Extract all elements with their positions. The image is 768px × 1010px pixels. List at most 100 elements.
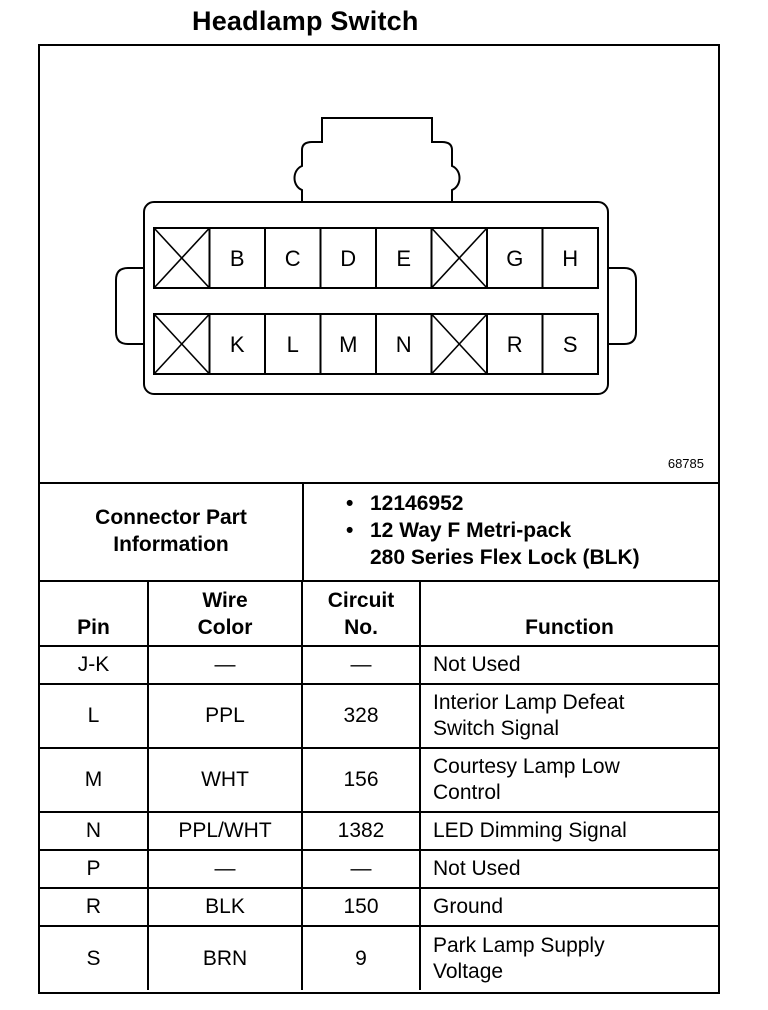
pin-label: N <box>396 332 412 357</box>
pin-cavity-bottom-5 <box>375 313 433 375</box>
function-cell: LED Dimming Signal <box>420 811 718 850</box>
part-info-list: • 12146952 • 12 Way F Metri-pack 280 Ser… <box>336 490 640 571</box>
header-pin: Pin <box>40 582 149 646</box>
pin-table: Pin Wire Color Circuit No. Function J-K—… <box>40 582 718 990</box>
pin-cavity-bottom-8 <box>541 313 599 375</box>
part-info-item: • 12146952 <box>336 490 640 517</box>
header-circuit: Circuit No. <box>302 582 421 646</box>
function-text: Courtesy Lamp Low <box>433 755 620 778</box>
circuit-cell: 9 <box>302 925 421 990</box>
wire-color-cell: BLK <box>148 887 303 926</box>
connector-left-ear <box>115 267 144 345</box>
part-info-label-line: Information <box>113 533 229 556</box>
pin-cavity-bottom-7 <box>486 313 544 375</box>
header-function: Function <box>420 582 718 646</box>
page-title: Headlamp Switch <box>192 6 419 36</box>
header-wire-color-text: Wire <box>202 589 248 612</box>
wire-color-cell: BRN <box>148 925 303 990</box>
header-circuit-text: No. <box>344 616 378 639</box>
connector-right-ear <box>608 267 637 345</box>
connector-part-info: Connector Part Information • 12146952 • … <box>40 482 718 582</box>
pin-label: C <box>285 246 301 271</box>
function-cell: Not Used <box>420 849 718 888</box>
function-text: Control <box>433 781 501 804</box>
table-row: P——Not Used <box>40 849 718 888</box>
pin-label: R <box>507 332 523 357</box>
table-row: J-K——Not Used <box>40 645 718 684</box>
pin-table-header: Pin Wire Color Circuit No. Function <box>40 582 718 646</box>
pin-label: K <box>230 332 245 357</box>
wire-color-cell: WHT <box>148 747 303 812</box>
function-cell: Ground <box>420 887 718 926</box>
pin-label: E <box>396 246 411 271</box>
header-function-text: Function <box>525 616 614 639</box>
function-text: Voltage <box>433 959 504 983</box>
wire-color-cell: — <box>148 849 303 888</box>
function-text: Park Lamp Supply <box>433 933 605 957</box>
circuit-cell: 156 <box>302 747 421 812</box>
pin-cell: L <box>40 683 149 748</box>
circuit-cell: 1382 <box>302 811 421 850</box>
pin-cell: P <box>40 849 149 888</box>
pin-label: L <box>287 332 299 357</box>
pin-cavity-top-8 <box>541 227 599 289</box>
header-pin-text: Pin <box>77 616 110 639</box>
part-info-label: Connector Part Information <box>40 482 304 580</box>
circuit-cell: 150 <box>302 887 421 926</box>
header-circuit-text: Circuit <box>327 589 395 612</box>
pin-cavity-bottom-2 <box>208 313 266 375</box>
blocked-cavity-cross-icon <box>430 313 488 375</box>
blocked-cavity-cross-icon <box>430 227 488 289</box>
function-text: Switch Signal <box>433 717 560 740</box>
figure-id: 68785 <box>667 456 704 471</box>
function-text: Interior Lamp Defeat <box>433 691 625 714</box>
pin-label: B <box>230 246 245 271</box>
pin-cell: J-K <box>40 645 149 684</box>
circuit-cell: 328 <box>302 683 421 748</box>
pin-cavity-top-5 <box>375 227 433 289</box>
blocked-cavity-cross-icon <box>153 313 211 375</box>
pin-cell: R <box>40 887 149 926</box>
pin-label: S <box>563 332 578 357</box>
function-text: Not Used <box>433 653 521 676</box>
connector-diagram: B C D E G H K L M N R S 68785 <box>40 46 718 484</box>
header-wire-color: Wire Color <box>148 582 303 646</box>
part-info-label-line: Connector Part <box>95 506 247 529</box>
part-description-line: 12 Way F Metri-pack <box>370 519 572 542</box>
pin-label: D <box>340 246 356 271</box>
connector-latch <box>293 117 461 204</box>
function-text: Ground <box>433 895 504 918</box>
function-text: Not Used <box>433 857 521 880</box>
header-wire-color-text: Color <box>197 616 253 639</box>
function-cell: Not Used <box>420 645 718 684</box>
connector-face-svg: B C D E G H K L M N R S <box>115 117 637 395</box>
blocked-cavity-cross-icon <box>153 227 211 289</box>
circuit-cell: — <box>302 645 421 684</box>
pin-cell: S <box>40 925 149 990</box>
wire-color-cell: PPL <box>148 683 303 748</box>
circuit-cell: — <box>302 849 421 888</box>
function-text: LED Dimming Signal <box>433 819 627 842</box>
pin-cavity-bottom-3 <box>264 313 322 375</box>
pin-cavity-top-3 <box>264 227 322 289</box>
pin-label: H <box>562 246 578 271</box>
pin-cell: M <box>40 747 149 812</box>
bullet-icon: • <box>346 492 354 515</box>
wire-color-cell: — <box>148 645 303 684</box>
wire-color-cell: PPL/WHT <box>148 811 303 850</box>
part-description-line: 280 Series Flex Lock (BLK) <box>370 546 640 569</box>
part-number: 12146952 <box>370 492 464 515</box>
pin-label: M <box>339 332 357 357</box>
bullet-icon: • <box>346 519 354 542</box>
pin-cell: N <box>40 811 149 850</box>
pin-label: G <box>506 246 523 271</box>
